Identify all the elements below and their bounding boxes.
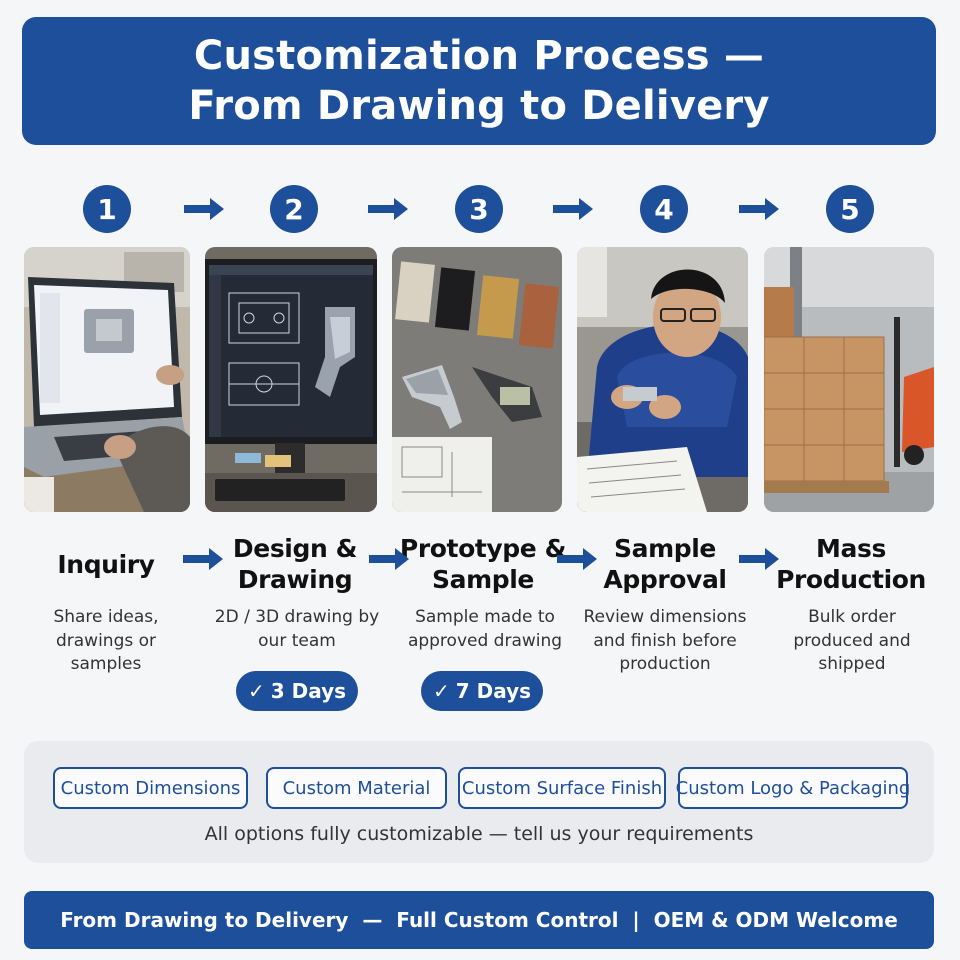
- step-2-description: 2D / 3D drawing by our team: [214, 607, 380, 651]
- step-3-number: 3: [455, 185, 503, 233]
- customization-options-panel: Custom Dimensions Custom Material Custom…: [24, 741, 934, 863]
- custom-material-option[interactable]: Custom Material: [266, 767, 447, 809]
- step-1-number: 1: [83, 185, 131, 233]
- arrow-right-icon: [368, 198, 408, 220]
- step-3-description: Sample made to approved drawing: [407, 607, 563, 651]
- page-title-line-2: From Drawing to Delivery: [188, 83, 770, 129]
- inspection-photo: [577, 247, 748, 512]
- step-2-number: 2: [270, 185, 318, 233]
- step-2-duration-label: 3 Days: [270, 679, 347, 703]
- step-3-duration-badge: ✓ 7 Days: [421, 671, 543, 711]
- arrow-right-icon: [369, 548, 409, 570]
- step-1-title: Inquiry: [57, 549, 155, 579]
- step-5-description: Bulk order produced and shipped: [793, 607, 911, 674]
- options-note: All options fully customizable — tell us…: [204, 823, 754, 845]
- step-5-title: Mass Production: [776, 534, 926, 594]
- page-header: Customization Process — From Drawing to …: [22, 17, 936, 145]
- arrow-right-icon: [553, 198, 593, 220]
- check-icon: ✓: [432, 679, 450, 703]
- arrow-right-icon: [557, 548, 597, 570]
- step-3-duration-label: 7 Days: [455, 679, 532, 703]
- step-4-title: Sample Approval: [603, 534, 727, 594]
- prototype-samples-photo: [392, 247, 562, 512]
- step-4-description: Review dimensions and finish before prod…: [583, 607, 747, 674]
- check-icon: ✓: [247, 679, 265, 703]
- arrow-right-icon: [739, 548, 779, 570]
- page-title-line-1: Customization Process —: [193, 33, 765, 79]
- step-4-number: 4: [640, 185, 688, 233]
- step-3-title: Prototype & Sample: [399, 534, 567, 594]
- custom-surface-finish-option[interactable]: Custom Surface Finish: [458, 767, 666, 809]
- arrow-right-icon: [184, 198, 224, 220]
- step-2-duration-badge: ✓ 3 Days: [236, 671, 358, 711]
- footer-text: From Drawing to Delivery — Full Custom C…: [60, 908, 898, 932]
- cad-design-photo: [205, 247, 377, 512]
- custom-logo-packaging-option[interactable]: Custom Logo & Packaging: [676, 767, 910, 809]
- arrow-right-icon: [739, 198, 779, 220]
- laptop-inquiry-photo: [24, 247, 190, 512]
- step-5-number: 5: [826, 185, 874, 233]
- footer-banner: From Drawing to Delivery — Full Custom C…: [24, 891, 934, 949]
- custom-dimensions-option[interactable]: Custom Dimensions: [53, 767, 248, 809]
- arrow-right-icon: [183, 548, 223, 570]
- step-1-description: Share ideas, drawings or samples: [53, 607, 159, 674]
- warehouse-photo: [764, 247, 934, 512]
- step-2-title: Design & Drawing: [232, 534, 358, 594]
